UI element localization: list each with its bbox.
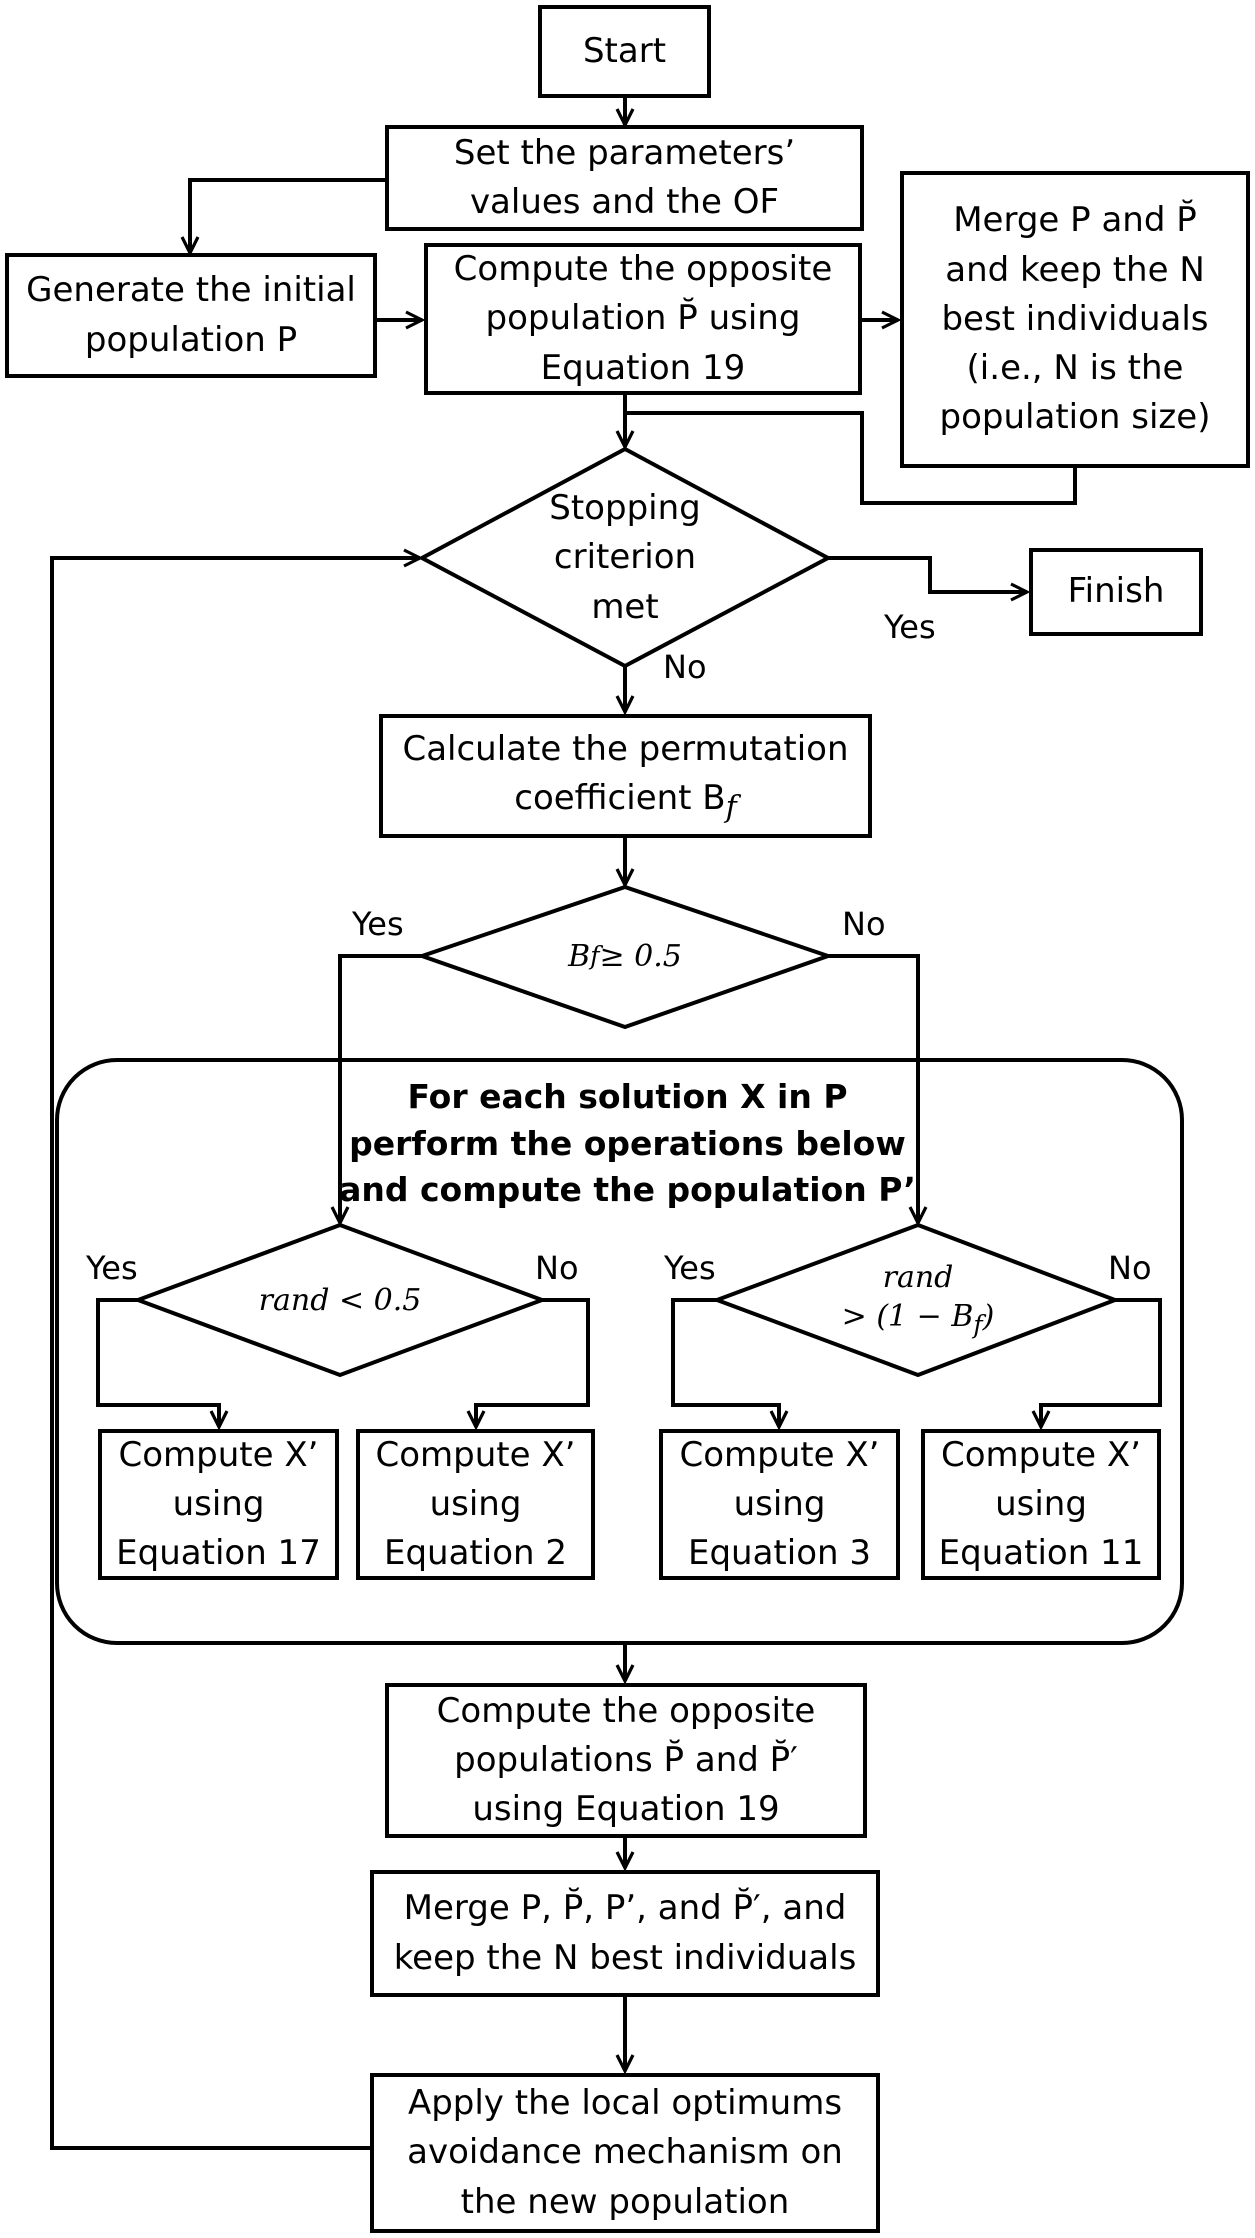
- start-node: Start: [538, 5, 711, 98]
- bf-decision-diamond: [415, 884, 835, 1030]
- edge-randgt-yes: [671, 1298, 779, 1427]
- local-optimum-label: Apply the local optimums avoidance mecha…: [407, 2083, 843, 2222]
- rand-lt-no-label: No: [535, 1249, 579, 1287]
- eq17-node: Compute X’ using Equation 17: [98, 1429, 339, 1580]
- eq17-label: Compute X’ using Equation 17: [116, 1434, 321, 1574]
- edge-randgt-no: [1041, 1298, 1162, 1427]
- set-params-label: Set the parameters’ values and the OF: [453, 132, 796, 222]
- stopping-yes-label: Yes: [884, 608, 936, 646]
- start-label: Start: [582, 30, 667, 71]
- local-optimum-node: Apply the local optimums avoidance mecha…: [370, 2073, 880, 2233]
- group-title: For each solution X in P perform the ope…: [300, 1068, 955, 1220]
- opposite-populations-node: Compute the opposite populations P̆ and …: [385, 1683, 867, 1838]
- calc-bf-label: Calculate the permutation coefficient Bf: [402, 728, 849, 826]
- edge-bf-yes: [340, 954, 422, 1223]
- rand-gt-yes-label: Yes: [664, 1249, 716, 1287]
- edge-setparams-generate: [190, 178, 385, 253]
- edge-randlt-yes: [96, 1298, 219, 1427]
- group-container: [55, 1058, 1184, 1645]
- rand-gt-no-label: No: [1108, 1249, 1152, 1287]
- stopping-no-label: No: [663, 648, 707, 686]
- generate-population-node: Generate the initial population P: [5, 253, 377, 378]
- finish-label: Finish: [1067, 571, 1165, 612]
- edge-randlt-no: [476, 1298, 590, 1427]
- compute-opposite-node: Compute the opposite population P̆ using…: [424, 243, 862, 395]
- merge-initial-label: Merge P and P̆ and keep the N best indiv…: [939, 200, 1211, 438]
- eq3-node: Compute X’ using Equation 3: [659, 1429, 900, 1580]
- rand-lt-diamond: [132, 1222, 548, 1378]
- opposite-populations-label: Compute the opposite populations P̆ and …: [436, 1690, 816, 1830]
- merge-initial-node: Merge P and P̆ and keep the N best indiv…: [900, 171, 1250, 468]
- eq2-node: Compute X’ using Equation 2: [356, 1429, 595, 1580]
- rand-gt-diamond: [711, 1222, 1121, 1378]
- generate-population-label: Generate the initial population P: [26, 270, 356, 360]
- rand-lt-label: rand < 0.5: [258, 1282, 422, 1318]
- compute-opposite-label: Compute the opposite population P̆ using…: [453, 249, 833, 388]
- bf-yes-label: Yes: [352, 905, 404, 943]
- calc-bf-node: Calculate the permutation coefficient Bf: [379, 714, 872, 838]
- bf-no-label: No: [842, 905, 886, 943]
- edge-merge-return: [625, 411, 1077, 505]
- edge-stopping-finish: [828, 556, 1027, 592]
- group-title-label: For each solution X in P perform the ope…: [339, 1076, 916, 1210]
- eq11-node: Compute X’ using Equation 11: [921, 1429, 1161, 1580]
- eq3-label: Compute X’ using Equation 3: [679, 1434, 880, 1574]
- merge-all-label: Merge P, P̆, P’, and P̆′, and keep the N…: [393, 1888, 857, 1978]
- finish-node: Finish: [1029, 548, 1203, 636]
- rand-lt-yes-label: Yes: [86, 1249, 138, 1287]
- edge-loop-back: [50, 558, 420, 2150]
- calc-bf-subscript: f: [725, 790, 737, 826]
- eq2-label: Compute X’ using Equation 2: [375, 1434, 576, 1574]
- rand-gt-label: rand > (1 − Bf): [841, 1260, 995, 1340]
- eq11-label: Compute X’ using Equation 11: [938, 1434, 1144, 1574]
- set-params-node: Set the parameters’ values and the OF: [385, 125, 864, 231]
- merge-all-node: Merge P, P̆, P’, and P̆′, and keep the N…: [370, 1870, 880, 1997]
- stopping-criterion-label: Stopping criterion met: [549, 488, 701, 627]
- edge-bf-no: [828, 954, 918, 1223]
